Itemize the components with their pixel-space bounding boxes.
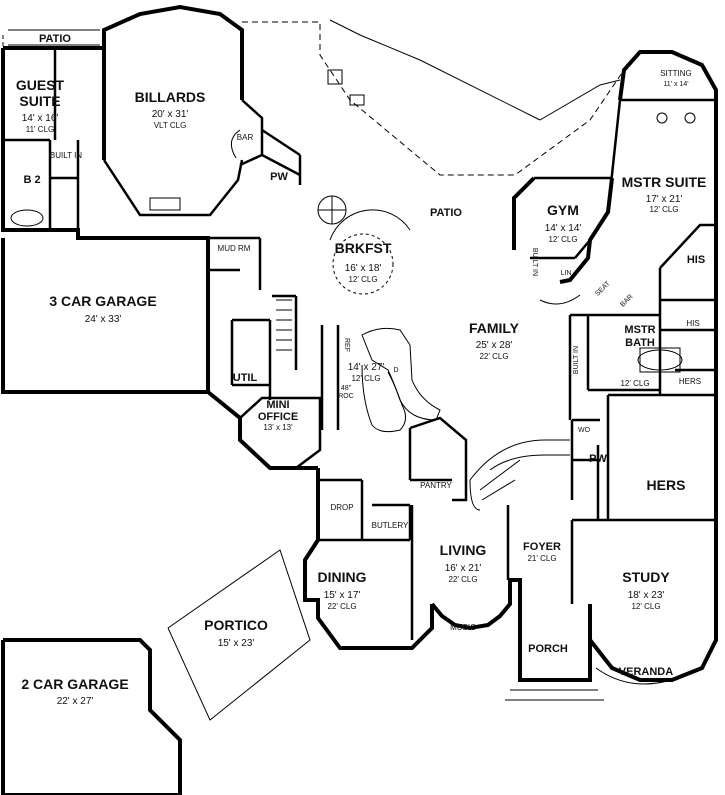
sitting-dim: 11' x 14' [663, 81, 688, 88]
bath-2-label: B 2 [23, 174, 40, 186]
master-bath-label-line2: BATH [625, 337, 655, 349]
master-suite-clg: 12' CLG [649, 205, 678, 214]
guest-built-in-label: BUILT IN [50, 151, 82, 160]
patio-top-left-label: PATIO [39, 33, 71, 45]
mini-office-label-line2: OFFICE [258, 411, 298, 423]
study-clg: 12' CLG [631, 602, 660, 611]
master-suite-label: MSTR SUITE [622, 174, 707, 190]
guest-suite-label-line2: SUITE [19, 93, 60, 109]
dining-clg: 22' CLG [327, 602, 356, 611]
portico-label: PORTICO [204, 617, 268, 633]
his-bath-label: HIS [686, 319, 699, 328]
mini-office-dim: 13' x 13' [263, 423, 293, 432]
pantry-label: PANTRY [420, 481, 452, 490]
patio-center-label: PATIO [430, 207, 462, 219]
billards-dim: 20' x 31' [152, 109, 189, 120]
gym-label: GYM [547, 202, 579, 218]
guest-suite-dim: 14' x 16' [22, 113, 59, 124]
linen-label: LIN [561, 270, 572, 277]
refrigerator-label: REF [343, 338, 350, 352]
study-label: STUDY [622, 569, 670, 585]
kitchen-clg: 12' CLG [351, 374, 380, 383]
guest-suite-label-line1: GUEST [16, 77, 65, 93]
breakfast-dim: 16' x 18' [345, 263, 382, 274]
roc-label-line2: ROC [338, 393, 354, 400]
hers-closet-label: HERS [647, 477, 686, 493]
wo-label: WO [578, 427, 591, 434]
garage-2-label: 2 CAR GARAGE [21, 676, 128, 692]
family-label: FAMILY [469, 320, 520, 336]
garage-2-dim: 22' x 27' [57, 696, 94, 707]
study-dim: 18' x 23' [628, 590, 665, 601]
dining-label: DINING [318, 569, 367, 585]
billards-label: BILLARDS [135, 89, 206, 105]
roc-label-line1: 48" [341, 385, 352, 392]
breakfast-label: BRKFST [335, 240, 392, 256]
seat-label: SEAT [594, 280, 612, 298]
gym-dim: 14' x 14' [545, 223, 582, 234]
breakfast-clg: 12' CLG [348, 275, 377, 284]
powder-room-top-label: PW [270, 171, 288, 183]
billards-clg: VLT CLG [154, 121, 187, 130]
detail-lines [2, 19, 701, 721]
porch-label: PORCH [528, 643, 568, 655]
mini-office-label-line1: MINI [266, 399, 289, 411]
living-dim: 16' x 21' [445, 563, 482, 574]
powder-room-right-label: PW [589, 453, 607, 465]
hers-bath-label: HERS [679, 377, 701, 386]
veranda-label: VERANDA [619, 666, 673, 678]
dining-dim: 15' x 17' [324, 590, 361, 601]
gym-clg: 12' CLG [548, 235, 577, 244]
master-suite-dim: 17' x 21' [646, 194, 683, 205]
billards-bar-label: BAR [237, 133, 254, 142]
music-label: MUSIC [450, 623, 476, 632]
family-dim: 25' x 28' [476, 340, 513, 351]
family-clg: 22' CLG [479, 352, 508, 361]
gym-built-in-label: BUILT IN [531, 248, 538, 276]
master-bar-label: BAR [619, 293, 634, 308]
master-bath-clg: 12' CLG [620, 379, 649, 388]
kitchen-d-label: D [393, 367, 398, 374]
garage-3-label: 3 CAR GARAGE [49, 293, 156, 309]
mud-room-label: MUD RM [218, 244, 251, 253]
foyer-label: FOYER [523, 541, 561, 553]
living-label: LIVING [440, 542, 487, 558]
garage-3-dim: 24' x 33' [85, 314, 122, 325]
drop-label: DROP [330, 503, 353, 512]
interior-walls [3, 48, 716, 640]
foyer-clg: 21' CLG [527, 554, 556, 563]
his-closet-label: HIS [687, 254, 705, 266]
utility-label: UTIL [233, 372, 258, 384]
bath-built-in-label: BUILT IN [573, 346, 580, 374]
portico-dim: 15' x 23' [218, 638, 255, 649]
kitchen-dim: 14' x 27' [348, 362, 385, 373]
guest-suite-clg: 11' CLG [26, 125, 55, 134]
sitting-label: SITTING [660, 69, 692, 78]
living-clg: 22' CLG [448, 575, 477, 584]
master-bath-label-line1: MSTR [624, 324, 655, 336]
butlery-label: BUTLERY [372, 521, 409, 530]
